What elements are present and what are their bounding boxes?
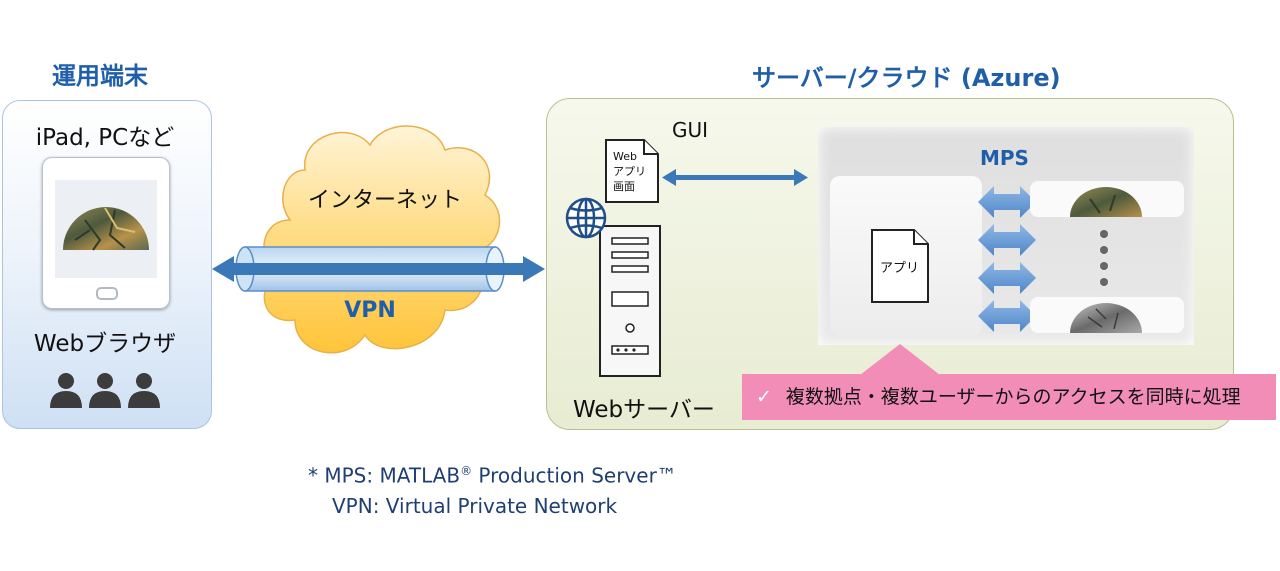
footnote-mps: * MPS: MATLAB® Production Server™	[308, 456, 677, 491]
app-card: アプリ	[830, 176, 982, 336]
footnote: * MPS: MATLAB® Production Server™ VPN: V…	[308, 456, 677, 521]
web-server-graphic	[565, 197, 661, 377]
client-title: 運用端末	[52, 62, 148, 90]
rock-sample-image	[1070, 303, 1142, 333]
mps-dispatch-arrows	[978, 186, 1036, 332]
dispatch-arrow	[978, 186, 1036, 218]
dispatch-arrow	[978, 262, 1036, 294]
rock-sample-image	[1070, 187, 1142, 217]
benefit-text: 複数拠点・複数ユーザーからのアクセスを同時に処理	[785, 386, 1241, 408]
gui-label: GUI	[672, 118, 709, 142]
mps-label: MPS	[980, 146, 1029, 170]
mps-worker	[1030, 181, 1184, 217]
client-devices-label: iPad, PCなど	[35, 125, 175, 151]
server-tower-icon	[599, 225, 661, 377]
server-title: サーバー/クラウド (Azure)	[752, 64, 1061, 92]
footnote-vpn: VPN: Virtual Private Network	[332, 493, 618, 518]
app-label: アプリ	[880, 261, 919, 276]
callout-pointer	[860, 344, 940, 375]
tablet-home-button	[96, 287, 118, 300]
check-icon: ✓	[756, 386, 772, 408]
user-icon	[50, 373, 82, 408]
mps-worker	[1030, 297, 1184, 333]
network-graphic	[212, 125, 545, 354]
user-icon	[89, 373, 121, 408]
dispatch-arrow	[978, 224, 1036, 256]
web-doc-line: 画面	[613, 180, 635, 193]
vpn-label: VPN	[344, 298, 396, 323]
vpn-arrow	[212, 256, 545, 282]
web-doc-line: アプリ	[613, 165, 646, 178]
benefit-banner: ✓ 複数拠点・複数ユーザーからのアクセスを同時に処理	[742, 374, 1276, 420]
tablet-screen	[55, 180, 157, 278]
footnote-mps-suffix: Production Server™	[472, 463, 677, 488]
user-icon	[128, 373, 160, 408]
footnote-mps-prefix: * MPS: MATLAB	[308, 463, 461, 488]
tablet-device	[42, 157, 170, 309]
client-browser-label: Webブラウザ	[33, 331, 177, 357]
ellipsis-dots	[1100, 230, 1108, 286]
globe-icon	[565, 197, 607, 239]
document-icon: アプリ	[871, 229, 929, 303]
rock-sample-image	[63, 207, 149, 251]
gui-exchange-arrow	[662, 169, 808, 186]
web-server-label: Webサーバー	[573, 397, 715, 423]
web-doc-line: Web	[613, 150, 637, 163]
footnote-registered-mark: ®	[460, 464, 473, 478]
internet-label: インターネット	[307, 188, 462, 213]
document-icon: Web アプリ 画面	[605, 139, 659, 203]
dispatch-arrow	[978, 300, 1036, 332]
